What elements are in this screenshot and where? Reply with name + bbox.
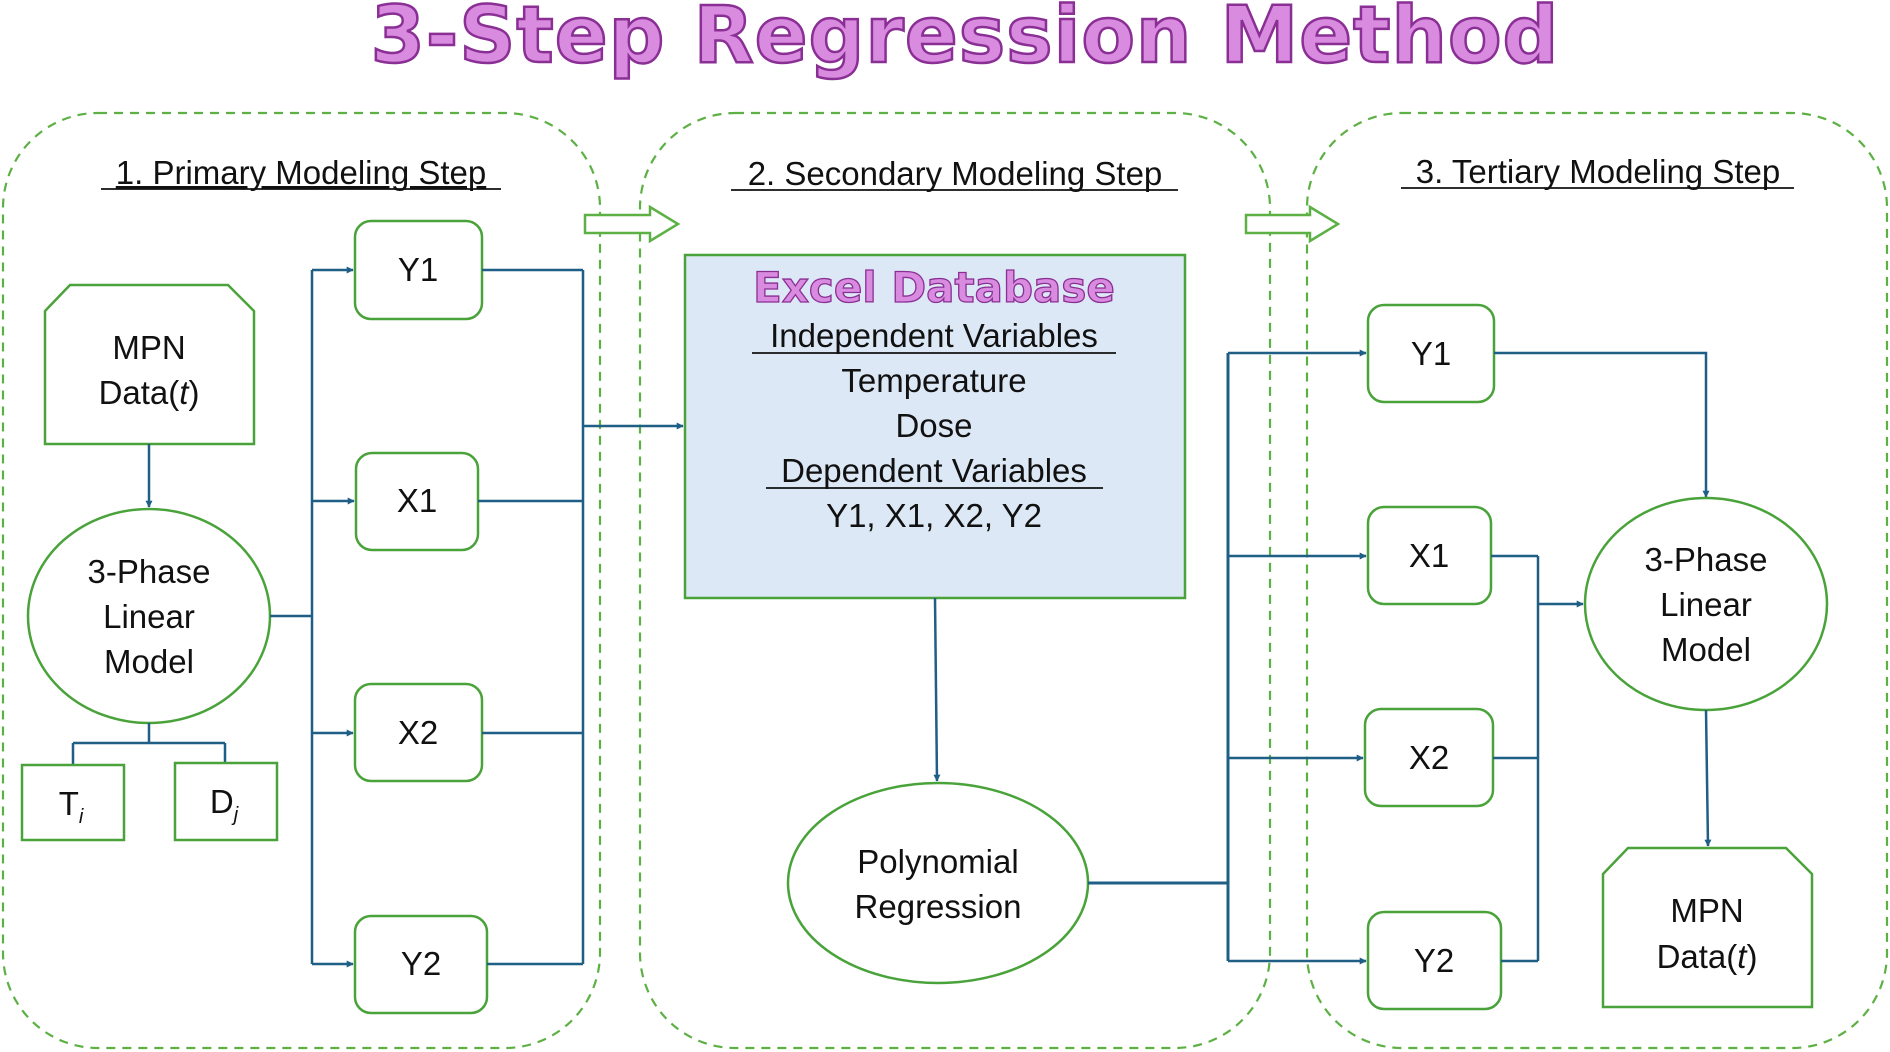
tertiary-param-x2-label: X2 — [1409, 739, 1449, 776]
factor-temperature-label: Ti — [59, 785, 84, 828]
secondary-step-panel — [638, 111, 1272, 1050]
primary-model-line3: Model — [104, 643, 194, 680]
excel-database-box — [683, 253, 1187, 600]
connector-params-to-model-bus — [1491, 554, 1540, 963]
excel-database-title: Excel Database — [753, 263, 1115, 312]
primary-data-label: Data(t) — [99, 374, 200, 411]
regression-line1: Polynomial — [857, 843, 1018, 880]
tertiary-param-x1-label: X1 — [1409, 537, 1449, 574]
independent-variables-heading: Independent Variables — [770, 317, 1098, 354]
connector-parameters-to-database — [478, 268, 585, 966]
primary-param-x1-label: X1 — [397, 482, 437, 519]
dependent-variables-heading: Dependent Variables — [781, 452, 1087, 489]
tertiary-step-panel — [1305, 111, 1889, 1050]
regression-line2: Regression — [855, 888, 1022, 925]
polynomial-regression-ellipse — [786, 781, 1090, 985]
factor-dose-label: Dj — [210, 783, 239, 826]
connector-model-to-factors — [71, 723, 227, 765]
factor-box-temperature — [20, 763, 126, 842]
primary-param-x2-label: X2 — [398, 714, 438, 751]
connector-database-to-regression — [933, 597, 941, 782]
independent-item-temperature: Temperature — [841, 362, 1026, 399]
connector-model-to-output — [1704, 709, 1712, 847]
independent-item-dose: Dose — [895, 407, 972, 444]
tertiary-mpn-label: MPN — [1670, 892, 1743, 929]
primary-mpn-data-box — [43, 283, 256, 446]
tertiary-model-line3: Model — [1661, 631, 1751, 668]
tertiary-step-heading: 3. Tertiary Modeling Step — [1416, 153, 1780, 190]
primary-param-y1-label: Y1 — [398, 251, 438, 288]
dependent-items: Y1, X1, X2, Y2 — [826, 497, 1042, 534]
primary-step-heading: 1. Primary Modeling Step — [116, 154, 487, 191]
tertiary-param-y1-label: Y1 — [1411, 335, 1451, 372]
primary-model-line1: 3-Phase — [88, 553, 211, 590]
secondary-step-heading: 2. Secondary Modeling Step — [748, 155, 1163, 192]
primary-step-panel — [1, 111, 602, 1050]
connector-model-to-parameters — [270, 270, 314, 964]
primary-param-y2-label: Y2 — [401, 945, 441, 982]
step-arrow-1-to-2 — [583, 204, 681, 244]
factor-box-dose — [173, 761, 279, 842]
connector-regression-to-parameters — [1088, 353, 1230, 961]
tertiary-model-line1: 3-Phase — [1645, 541, 1768, 578]
primary-mpn-label: MPN — [112, 329, 185, 366]
tertiary-param-y2-label: Y2 — [1414, 942, 1454, 979]
tertiary-data-label: Data(t) — [1657, 938, 1758, 975]
step-arrow-2-to-3 — [1244, 204, 1341, 244]
connector-y1-to-model — [1494, 351, 1710, 498]
diagram-title: 3-Step Regression Method — [371, 0, 1560, 81]
tertiary-model-line2: Linear — [1660, 586, 1752, 623]
tertiary-mpn-data-box — [1601, 846, 1814, 1009]
primary-model-line2: Linear — [103, 598, 195, 635]
